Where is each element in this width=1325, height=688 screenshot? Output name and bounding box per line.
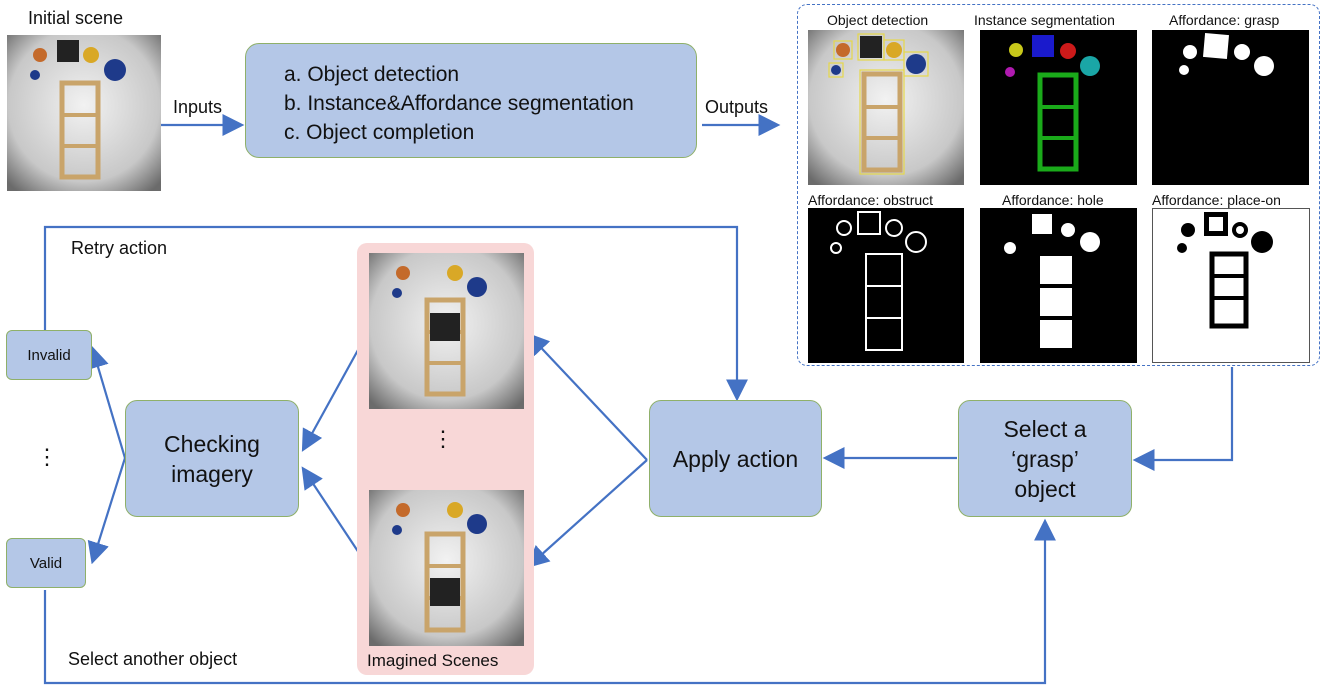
- processing-steps-box: a. Object detection b. Instance&Affordan…: [245, 43, 697, 158]
- outputs-label: Outputs: [705, 97, 769, 117]
- panel-title-object-detection: Object detection: [827, 12, 929, 28]
- apply-action-node: Apply action: [649, 400, 822, 517]
- affordance-place-on-image: [1152, 208, 1310, 363]
- step-object-detection: a. Object detection: [284, 63, 460, 86]
- select-another-arrow: [43, 518, 1056, 685]
- panel-title-affordance-place-on: Affordance: place-on: [1152, 192, 1281, 208]
- panel-title-affordance-grasp: Affordance: grasp: [1169, 12, 1280, 28]
- initial-scene-image: [7, 35, 161, 191]
- retry-action-label: Retry action: [71, 238, 168, 258]
- valid-node: Valid: [6, 538, 86, 588]
- retry-arrow: [43, 225, 748, 402]
- imagined-scene-1-image: [369, 253, 524, 409]
- outputs-group: [797, 4, 1320, 366]
- initial-scene-label: Initial scene: [28, 8, 124, 28]
- affordance-obstruct-image: [808, 208, 964, 363]
- panel-title-affordance-obstruct: Affordance: obstruct: [808, 192, 934, 208]
- invalid-node: Invalid: [6, 330, 92, 380]
- check-to-invalid-arrow: [87, 345, 127, 459]
- object-detection-image: [808, 30, 964, 185]
- apply-to-scene2-arrow: [526, 459, 648, 568]
- vertical-ellipsis-left: ⋮: [36, 444, 58, 469]
- panel-title-instance-segmentation: Instance segmentation: [974, 12, 1115, 28]
- outputs-to-select-arrow: [1132, 367, 1234, 471]
- affordance-grasp-image: [1152, 30, 1309, 185]
- select-another-object-label: Select another object: [68, 649, 238, 669]
- step-segmentation: b. Instance&Affordance segmentation: [284, 92, 634, 115]
- imagined-scene-2-image: [369, 490, 524, 646]
- instance-segmentation-image: [980, 30, 1137, 185]
- step-object-completion: c. Object completion: [284, 121, 475, 144]
- inputs-label: Inputs: [173, 97, 223, 117]
- check-to-valid-arrow: [87, 457, 127, 565]
- affordance-hole-image: [980, 208, 1137, 363]
- imagined-scenes-label: Imagined Scenes: [367, 651, 499, 670]
- panel-title-affordance-hole: Affordance: hole: [1002, 192, 1104, 208]
- checking-imagery-node: Checking imagery: [125, 400, 299, 517]
- vertical-ellipsis-middle: ⋮: [432, 426, 454, 451]
- select-grasp-object-node: Select a ‘grasp’ object: [958, 400, 1132, 517]
- apply-to-scene1-arrow: [526, 332, 648, 461]
